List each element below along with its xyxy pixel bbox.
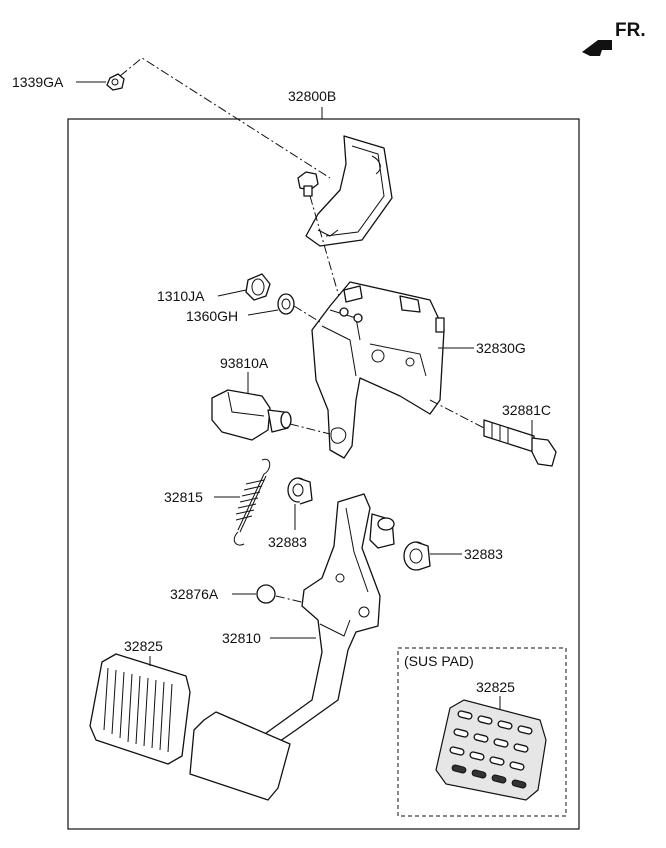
callout-32825-sus: 32825: [476, 679, 515, 695]
bolt-32881c: [483, 419, 557, 467]
callout-32815: 32815: [164, 489, 203, 505]
stopper-32876a: [256, 584, 276, 604]
direction-label: FR.: [615, 20, 646, 41]
front-direction-arrow-icon: [582, 40, 612, 56]
switch-93810a: [211, 389, 292, 441]
assembly-label: 32800B: [288, 88, 336, 104]
assembly-frame: [67, 118, 580, 830]
sus-pedal-pad-32825: [435, 699, 547, 801]
callout-93810a: 93810A: [220, 355, 269, 371]
callout-32825: 32825: [124, 638, 163, 654]
callout-1339ga: 1339GA: [12, 74, 64, 90]
bushing-1310ja: [245, 273, 271, 301]
bushing-32883-right: [403, 541, 431, 571]
small-bolt: [297, 171, 319, 197]
sus-pad-box: [397, 647, 567, 817]
upper-bracket: [305, 135, 393, 247]
nut-1339ga: [106, 73, 125, 91]
spring-32815: [233, 458, 271, 546]
sus-pad-label: (SUS PAD): [404, 653, 474, 669]
callout-32830g: 32830G: [476, 340, 526, 356]
callout-32810: 32810: [222, 630, 261, 646]
pedal-pad-32825: [89, 653, 191, 765]
pedal-pad-main: [189, 711, 291, 801]
callout-32883-left: 32883: [268, 534, 307, 550]
callout-1360gh: 1360GH: [186, 308, 238, 324]
washer-1360gh: [277, 293, 295, 315]
bushing-32883-left: [287, 477, 313, 505]
callout-32883-right: 32883: [464, 546, 503, 562]
callout-1310ja: 1310JA: [157, 288, 205, 304]
pedal-arm-32810: [261, 493, 395, 749]
main-bracket-32830g: [311, 281, 445, 459]
callout-32876a: 32876A: [170, 586, 219, 602]
callout-32881c: 32881C: [502, 402, 551, 418]
